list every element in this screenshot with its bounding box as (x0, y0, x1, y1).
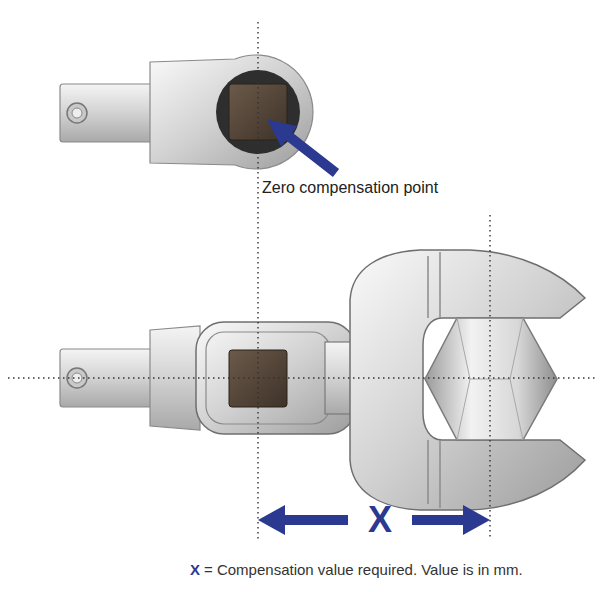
open-end-spanner-head (350, 250, 585, 510)
zero-axis-line (257, 22, 258, 540)
insert-shank (60, 84, 160, 142)
caption-symbol: X (190, 561, 200, 578)
dimension-symbol: X (368, 499, 392, 540)
bottom-wrench-assembly (60, 250, 585, 510)
nut-axis-line (489, 215, 490, 540)
locking-pin-centre (72, 108, 82, 118)
hex-nut (425, 318, 557, 440)
centre-line (8, 377, 595, 378)
pointer-arrow (286, 134, 336, 173)
ratchet-head (150, 55, 313, 169)
dimension-arrowhead (258, 505, 285, 535)
dimension-shaft (280, 515, 348, 525)
insert-shank (60, 349, 160, 407)
caption-text: = Compensation value required. Value is … (204, 561, 523, 578)
top-wrench-head (60, 55, 313, 169)
insert-neck (150, 326, 200, 430)
dimension-shaft (412, 515, 468, 525)
locking-pin (67, 103, 87, 123)
reference-lines (8, 22, 595, 540)
dimension-arrowhead (463, 505, 490, 535)
callout-label: Zero compensation point (262, 179, 438, 197)
